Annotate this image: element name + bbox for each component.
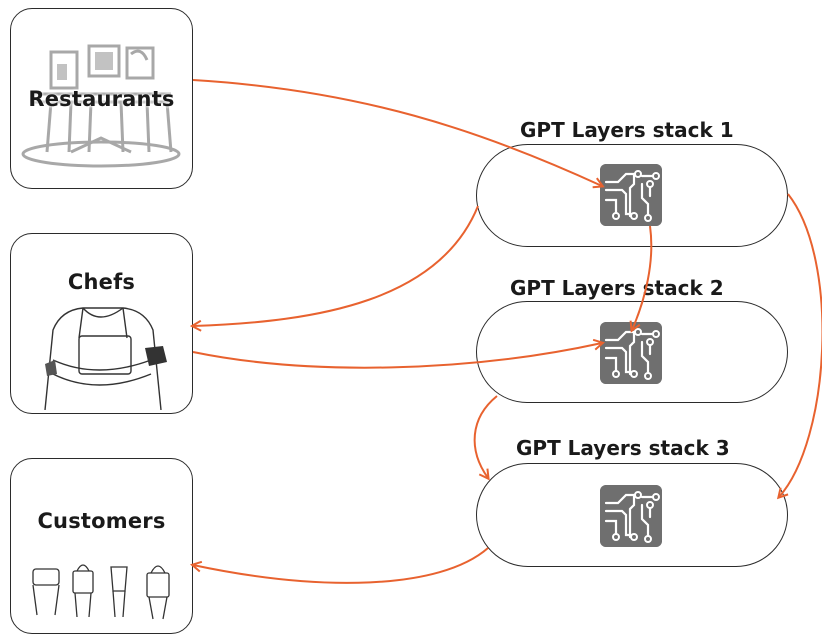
arrow-stack1-to-chefs (193, 205, 479, 326)
stack-2-title: GPT Layers stack 2 (510, 276, 724, 300)
chef-arms-crossed-icon (44, 307, 167, 410)
customers-box: Customers (10, 458, 193, 634)
restaurant-tables-icon (21, 44, 181, 168)
customers-holding-takeaway-icon (32, 564, 170, 620)
restaurants-box: Restaurants (10, 8, 193, 189)
circuit-chip-icon (600, 164, 662, 226)
circuit-chip-icon (600, 485, 662, 547)
restaurants-label: Restaurants (28, 87, 175, 111)
arrow-stack2-to-stack3 (473, 395, 498, 478)
chefs-label: Chefs (67, 270, 136, 294)
customers-label: Customers (37, 509, 166, 533)
stack-1-title: GPT Layers stack 1 (520, 118, 734, 142)
arrow-stack3-to-customers (193, 547, 489, 584)
circuit-chip-icon (600, 322, 662, 384)
stack-3-title: GPT Layers stack 3 (516, 436, 730, 460)
chefs-box: Chefs (10, 233, 193, 414)
